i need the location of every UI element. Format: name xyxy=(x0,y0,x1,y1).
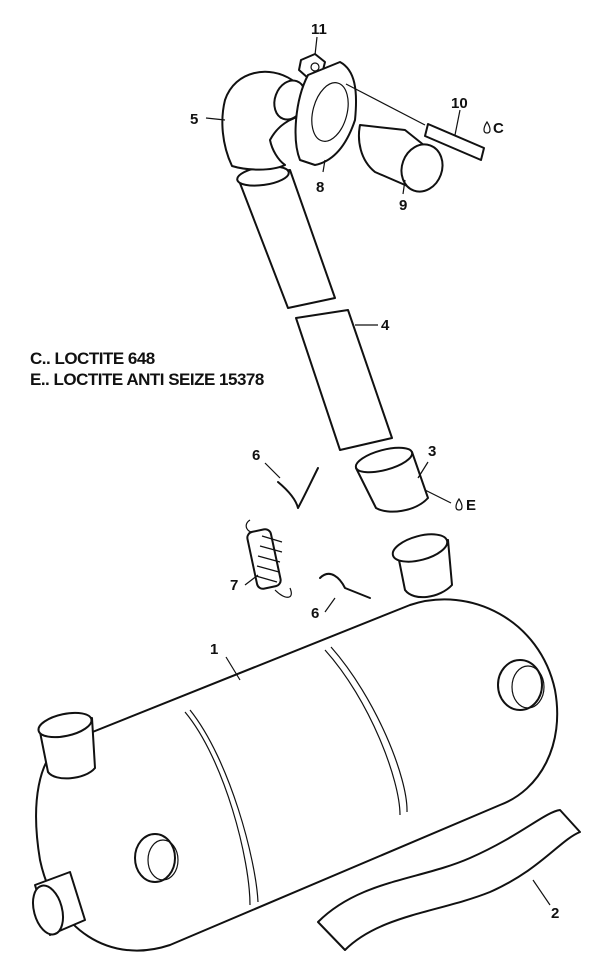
part-8-flange xyxy=(294,61,358,166)
drop-icon-c xyxy=(483,120,491,134)
part-10-stud xyxy=(424,123,485,161)
callout-sealant-c: C xyxy=(493,120,504,137)
part-6-clip-lower xyxy=(319,572,371,599)
callout-1: 1 xyxy=(210,641,219,658)
callout-11: 11 xyxy=(311,21,327,38)
callout-7: 7 xyxy=(230,577,239,594)
callout-6-upper: 6 xyxy=(252,447,261,464)
part-7-spring xyxy=(245,519,292,598)
sealant-legend: C.. LOCTITE 648 E.. LOCTITE ANTI SEIZE 1… xyxy=(30,348,264,390)
callout-9: 9 xyxy=(399,197,408,214)
part-1-muffler xyxy=(35,598,559,952)
callout-4: 4 xyxy=(381,317,390,334)
callout-sealant-e: E xyxy=(466,497,477,514)
callout-3: 3 xyxy=(428,443,437,460)
callout-6-lower: 6 xyxy=(311,605,320,622)
callout-2: 2 xyxy=(551,905,560,922)
legend-item-c: C.. LOCTITE 648 xyxy=(30,349,155,368)
callout-8: 8 xyxy=(316,179,325,196)
part-6-clip-upper xyxy=(277,467,319,509)
legend-item-e: E.. LOCTITE ANTI SEIZE 15378 xyxy=(30,370,264,389)
callout-10: 10 xyxy=(451,95,468,112)
part-2-hose xyxy=(317,809,581,951)
drop-icon-e xyxy=(455,497,463,511)
callout-5: 5 xyxy=(190,111,199,128)
